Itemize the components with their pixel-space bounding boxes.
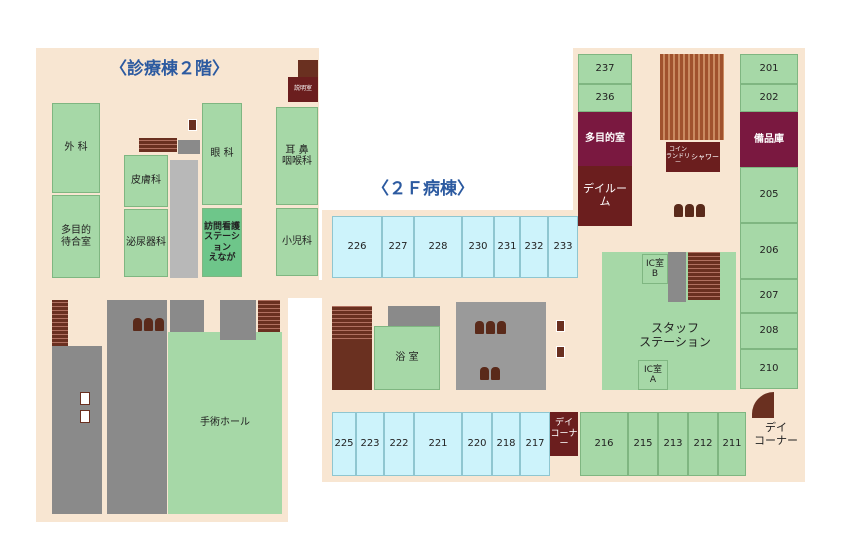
center-toilet-icon-2 xyxy=(556,346,565,358)
room-222[interactable]: 222 xyxy=(384,412,414,476)
room-hinyokika[interactable]: 泌尿器科 xyxy=(124,209,168,277)
ward-title: 〈２Ｆ病棟〉 xyxy=(372,179,474,199)
clinic-left-toilet-icon-2 xyxy=(80,410,90,423)
clinic-lower-stairs xyxy=(258,300,280,340)
toilet-accessible-icon xyxy=(684,203,694,217)
toilet-woman-icon xyxy=(491,366,500,380)
center-toilets-top xyxy=(460,304,520,350)
room-220[interactable]: 220 xyxy=(462,412,492,476)
toilet-woman-icon xyxy=(695,203,705,217)
ward-bath-stairs xyxy=(332,306,372,342)
shower-room[interactable]: シャワー xyxy=(690,142,720,172)
room-230[interactable]: 230 xyxy=(462,216,494,278)
clinic-mid-column xyxy=(170,160,198,278)
room-jibika[interactable]: 耳 鼻 咽喉科 xyxy=(276,107,318,205)
toilet-man-icon xyxy=(673,203,683,217)
center-gray-block xyxy=(456,302,546,390)
coin-laundry[interactable]: コイン ランドリー xyxy=(666,142,690,172)
room-215[interactable]: 215 xyxy=(628,412,658,476)
room-225[interactable]: 225 xyxy=(332,412,356,476)
room-shujutsu-hall[interactable]: 手術ホール xyxy=(168,332,282,514)
room-236[interactable]: 236 xyxy=(578,84,632,112)
room-206[interactable]: 206 xyxy=(740,223,798,279)
toilet-man-icon xyxy=(480,366,489,380)
room-205[interactable]: 205 xyxy=(740,167,798,223)
room-207[interactable]: 207 xyxy=(740,279,798,313)
staff-gray xyxy=(668,252,686,302)
clinic-lower-mid-block xyxy=(107,300,167,514)
room-ic-b[interactable]: IC室 B xyxy=(642,254,668,284)
room-hifuka[interactable]: 皮膚科 xyxy=(124,155,168,207)
room-geka[interactable]: 外 科 xyxy=(52,103,100,193)
toilet-man-icon xyxy=(474,320,484,334)
toilet-man-icon xyxy=(496,320,506,334)
toilet-woman-icon xyxy=(485,320,495,334)
clinic-toilet-icons xyxy=(126,304,170,344)
room-staff-station[interactable]: スタッフ ステーション xyxy=(639,321,711,349)
room-221[interactable]: 221 xyxy=(414,412,462,476)
room-233[interactable]: 233 xyxy=(548,216,578,278)
clinic-left-block xyxy=(52,346,102,514)
wood-area xyxy=(660,54,724,140)
room-227[interactable]: 227 xyxy=(382,216,414,278)
room-setsumei[interactable]: 説明室 xyxy=(288,77,318,102)
room-yokushitsu[interactable]: 浴 室 xyxy=(374,326,440,390)
clinic-lower-mid-small xyxy=(170,300,204,332)
clinic-top-gray xyxy=(178,140,200,154)
room-217[interactable]: 217 xyxy=(520,412,550,476)
room-210[interactable]: 210 xyxy=(740,349,798,389)
room-ic-a[interactable]: IC室 A xyxy=(638,360,668,390)
day-corner-inner[interactable]: デイ コーナー xyxy=(550,412,578,456)
room-tamokuteki-machiai[interactable]: 多目的 待合室 xyxy=(52,195,100,278)
center-toilet-icon xyxy=(556,320,565,332)
bath-dark xyxy=(332,342,372,390)
toilet-accessible-icon xyxy=(154,317,164,331)
clinic-lower-side xyxy=(220,300,256,340)
room-houmon-kango[interactable]: 訪問看護 ステーション えなが xyxy=(202,208,242,277)
toilet-woman-icon xyxy=(143,317,153,331)
room-bihinko[interactable]: 備品庫 xyxy=(740,112,798,167)
bath-gray xyxy=(388,306,440,326)
room-231[interactable]: 231 xyxy=(494,216,520,278)
room-tamokuteki[interactable]: 多目的室 xyxy=(578,112,632,166)
room-228[interactable]: 228 xyxy=(414,216,462,278)
room-237[interactable]: 237 xyxy=(578,54,632,84)
clinic-title: 〈診療棟２階〉 xyxy=(110,59,229,79)
room-dayroom[interactable]: デイルーム xyxy=(578,166,632,226)
room-208[interactable]: 208 xyxy=(740,313,798,349)
room-201[interactable]: 201 xyxy=(740,54,798,84)
room-ganka[interactable]: 眼 科 xyxy=(202,103,242,205)
ward-right-stairs xyxy=(688,252,720,300)
clinic-top-toilet-icon xyxy=(188,119,197,131)
room-226[interactable]: 226 xyxy=(332,216,382,278)
room-213[interactable]: 213 xyxy=(658,412,688,476)
clinic-top-stairs xyxy=(139,138,177,152)
room-212[interactable]: 212 xyxy=(688,412,718,476)
ward-upper-toilets xyxy=(654,200,724,220)
clinic-left-toilet-icon xyxy=(80,392,90,405)
day-corner-outer[interactable]: デイ コーナー xyxy=(754,421,798,447)
setsumei-tab xyxy=(298,60,318,77)
room-shonika[interactable]: 小児科 xyxy=(276,208,318,276)
room-202[interactable]: 202 xyxy=(740,84,798,112)
day-corner-outer-shape xyxy=(752,392,774,418)
toilet-man-icon xyxy=(132,317,142,331)
room-223[interactable]: 223 xyxy=(356,412,384,476)
room-216[interactable]: 216 xyxy=(580,412,628,476)
room-218[interactable]: 218 xyxy=(492,412,520,476)
room-232[interactable]: 232 xyxy=(520,216,548,278)
clinic-left-stairs xyxy=(52,300,68,346)
center-toilets-bottom xyxy=(460,360,520,386)
room-211[interactable]: 211 xyxy=(718,412,746,476)
